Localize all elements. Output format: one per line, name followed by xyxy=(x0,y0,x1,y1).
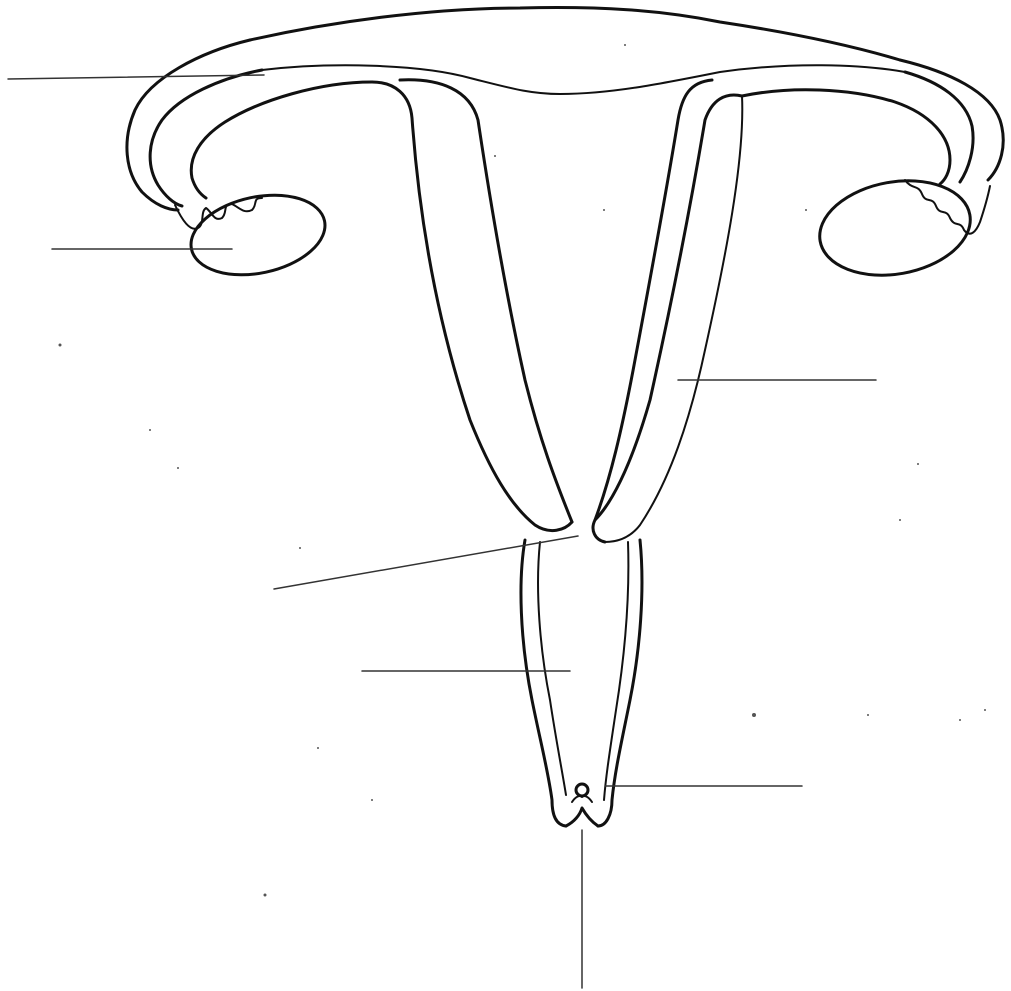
left-fallopian-tube xyxy=(127,40,372,229)
right-ovary xyxy=(812,170,978,287)
uterus xyxy=(250,8,905,542)
vagina-left-inner xyxy=(538,542,566,795)
leader-lines xyxy=(8,75,876,988)
uterus-right-wall-edge xyxy=(605,96,742,542)
leader-line-cervix xyxy=(274,536,578,589)
uterus-fundus-outline xyxy=(250,8,900,60)
vaginal-opening xyxy=(566,808,598,826)
scan-specks xyxy=(59,44,987,897)
left-tube-inner xyxy=(191,82,372,198)
uterus-right-wall-inner xyxy=(595,80,712,520)
right-tube-mid xyxy=(905,72,973,182)
left-tube-outer xyxy=(127,40,250,210)
vagina-right-inner xyxy=(604,542,628,800)
right-tube-outer xyxy=(900,60,1003,180)
left-fimbriae xyxy=(175,198,262,229)
right-tube-inner xyxy=(742,90,950,184)
uterus-left-wall-outer xyxy=(372,82,572,531)
hymen-structure xyxy=(576,784,588,796)
right-fallopian-tube xyxy=(742,60,1003,234)
vagina-left-wall xyxy=(521,540,566,826)
vagina xyxy=(521,540,642,826)
opening-detail xyxy=(572,796,592,802)
